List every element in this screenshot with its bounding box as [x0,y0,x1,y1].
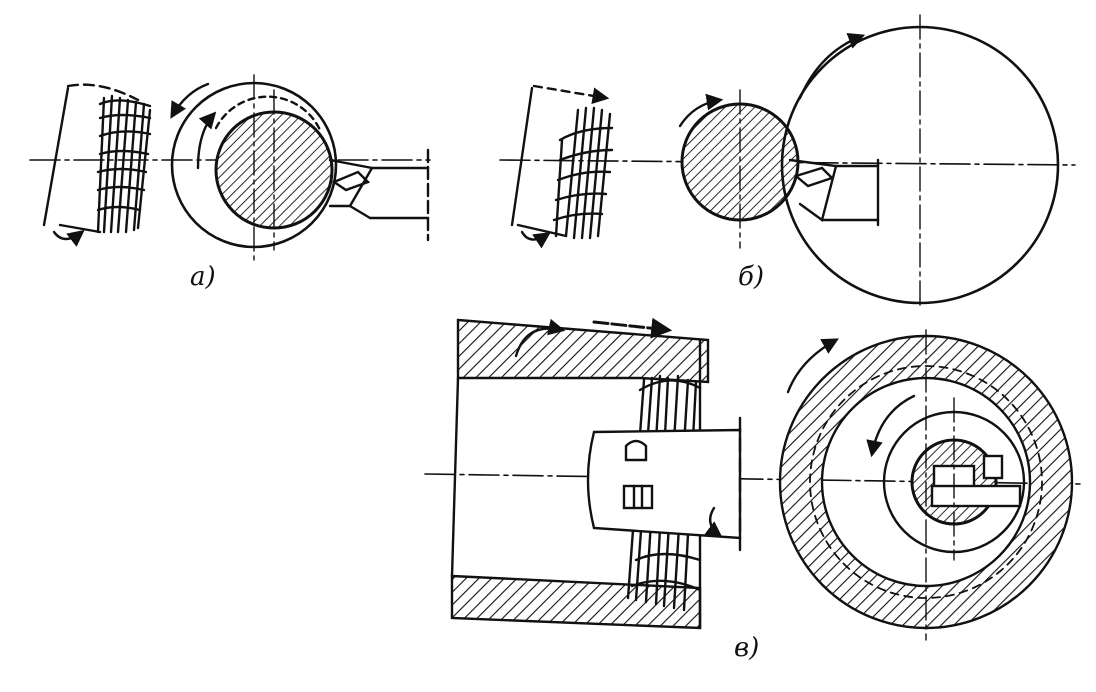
panel-c-end-view [778,329,1074,641]
panel-b-caption: б) [738,262,764,292]
panel-c-feed-arrow [592,317,673,339]
panel-c-cutter-bottom [622,484,654,510]
panel-c-hollow-workpiece [450,317,710,630]
panel-c: в) [424,317,1081,663]
panel-b-wheel-rotation-arrow [798,32,866,100]
panel-b-threaded-workpiece [510,84,614,249]
panel-c-bar-rotation-arrow [704,506,723,539]
panel-a-rotation-arrow [52,229,85,247]
panel-b-rotation-arrow [520,230,551,249]
panel-b-feed-arrow [532,84,610,105]
panel-a-threaded-workpiece [42,83,152,247]
panel-b: б) [499,14,1076,306]
panel-c-outer-ring [778,334,1074,630]
panel-a-rotation-arrow-outer [170,82,210,119]
panel-b-rotation-arrow-small [678,93,724,128]
panel-c-rotation-arrow [514,318,566,358]
panel-a-section-view [170,74,430,263]
panel-a-cutting-tool [328,148,430,242]
panel-a: а) [29,74,431,292]
panel-b-section-view [678,14,1060,306]
panel-c-caption: в) [734,633,759,663]
panel-c-inner-rotation-arrow [866,394,916,458]
panel-b-cutting-tool [788,158,880,227]
panel-a-rotation-arrow-inner [196,111,217,170]
panel-a-caption: а) [190,262,216,292]
panel-c-boring-bar [586,416,742,552]
panel-c-outer-rotation-arrow [786,338,839,394]
panel-c-cutter-top [624,439,648,462]
